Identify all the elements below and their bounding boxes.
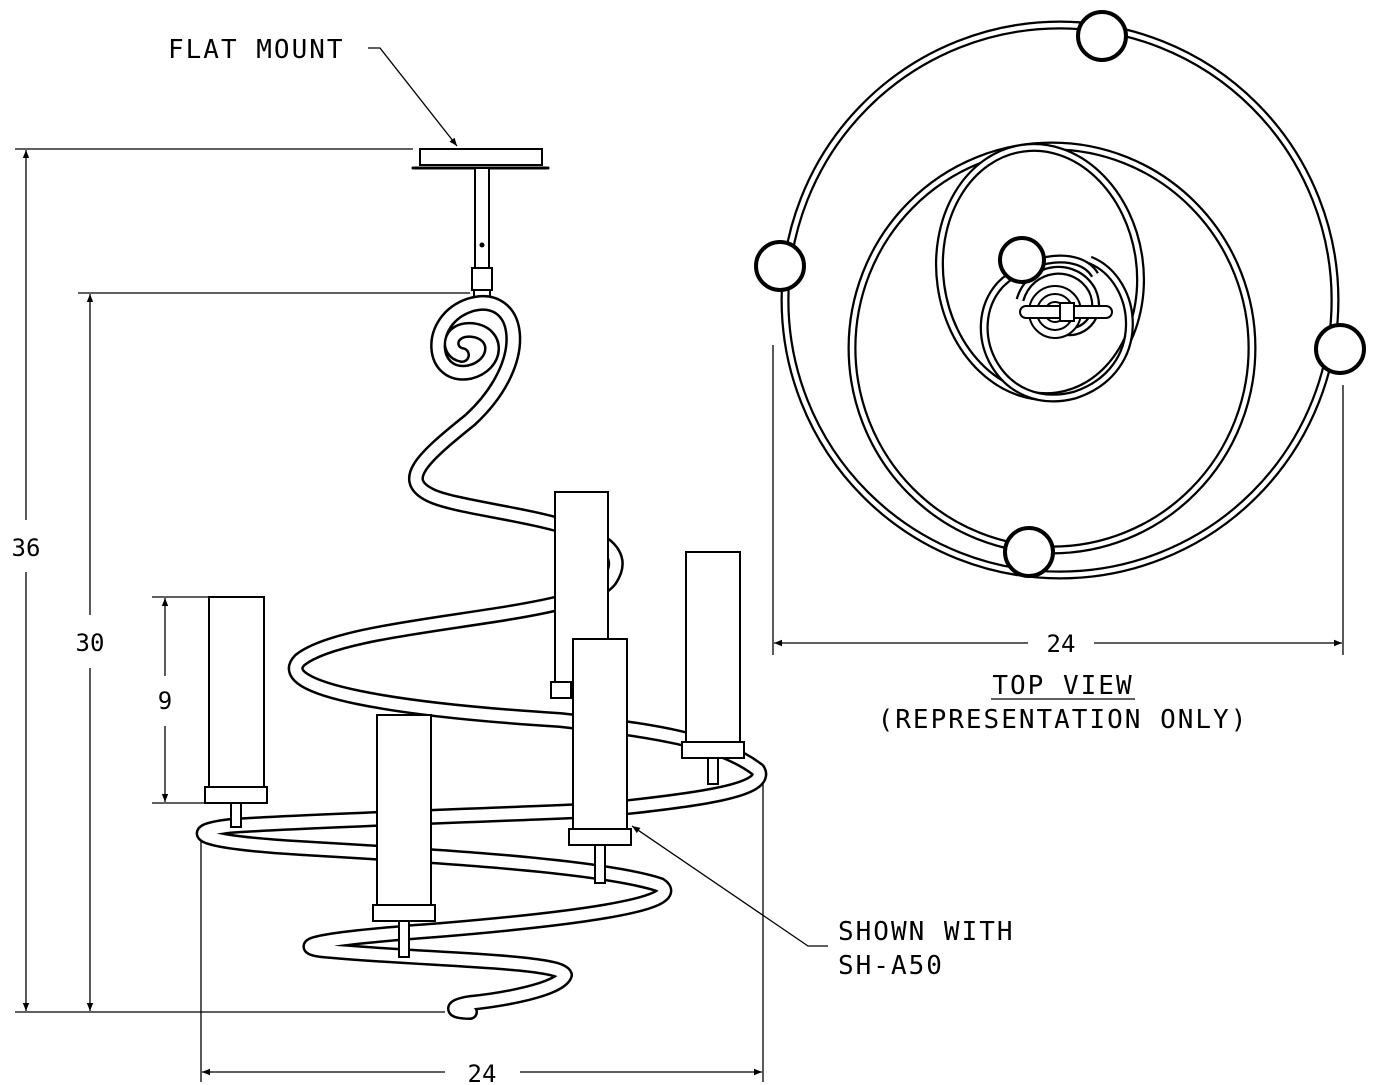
shade-far-left (204, 596, 268, 828)
shade-height-value: 9 (158, 687, 172, 715)
top-shade-1 (1076, 10, 1128, 62)
top-shade-3 (1314, 323, 1366, 375)
down-rod (471, 167, 493, 305)
top-shade-4 (1003, 526, 1055, 578)
dimension-top-width (772, 345, 1344, 655)
shown-with-model-label: SH-A50 (838, 951, 944, 981)
top-shade-5 (998, 236, 1046, 284)
side-view: FLAT MOUNT SHOWN WITH SH-A50 36 30 (12, 35, 1015, 1085)
dimension-side-width (200, 782, 764, 1082)
flat-mount-canopy (411, 148, 550, 170)
representation-label: (REPRESENTATION ONLY) (878, 705, 1249, 735)
spiral-scroll-rod (195, 295, 768, 1020)
body-height-value: 30 (76, 629, 105, 657)
shade-leader (631, 825, 828, 947)
overall-height-value: 36 (12, 534, 41, 562)
top-view-canopy (1019, 285, 1113, 339)
top-view-label: TOP VIEW (992, 671, 1133, 701)
dimension-body-height (78, 292, 470, 1011)
dimension-shade-height (152, 596, 209, 804)
dimension-overall-height (15, 148, 445, 1013)
top-shade-2 (754, 240, 806, 292)
flat-mount-leader (368, 47, 458, 147)
top-view: 24 TOP VIEW (REPRESENTATION ONLY) (754, 10, 1366, 735)
shade-front-left (372, 714, 436, 958)
shade-right (681, 551, 745, 785)
flat-mount-label: FLAT MOUNT (168, 35, 345, 65)
top-width-value: 24 (1047, 630, 1076, 658)
side-width-value: 24 (468, 1060, 497, 1085)
shade-front-center (568, 638, 632, 884)
shown-with-label: SHOWN WITH (838, 917, 1015, 947)
